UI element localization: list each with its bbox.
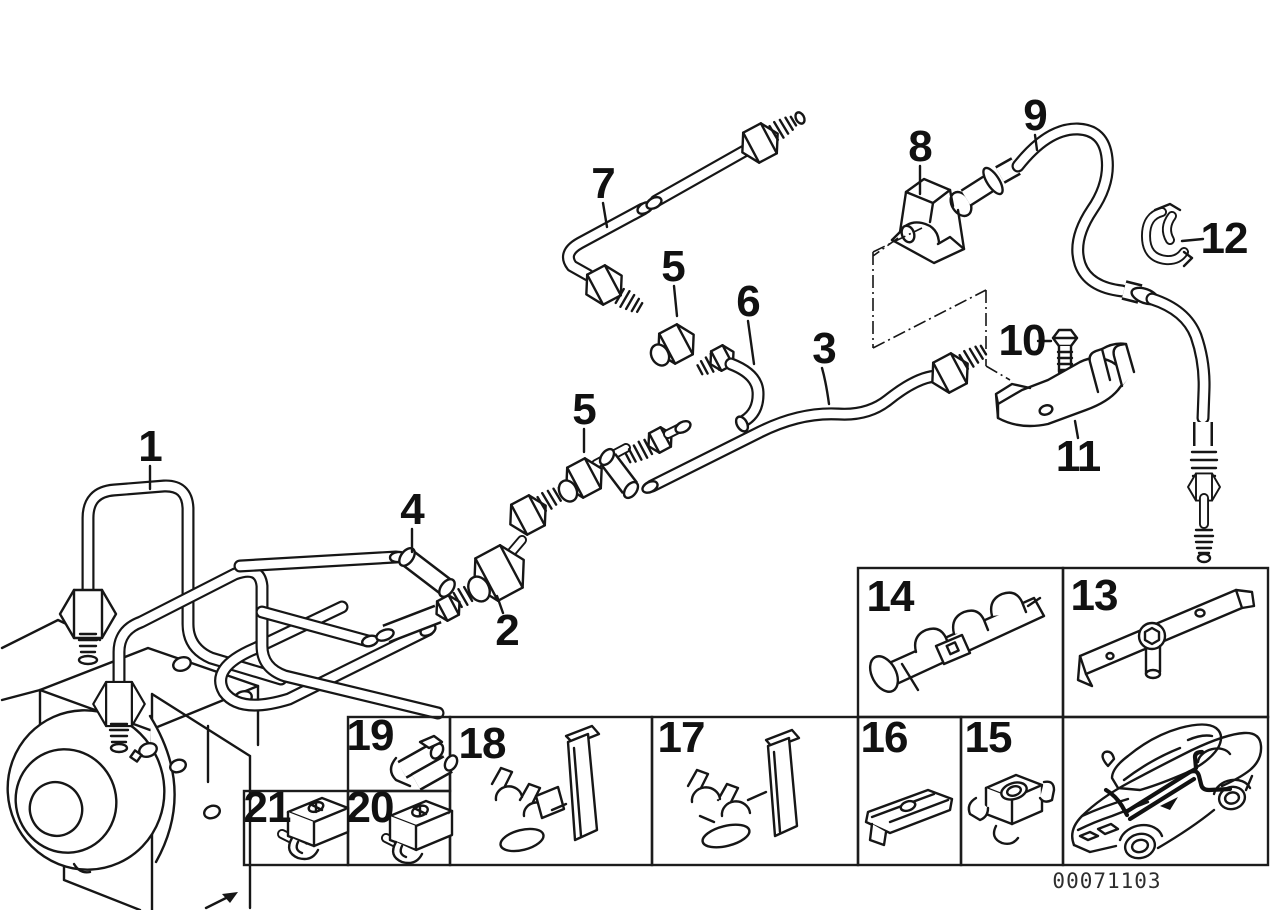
part-16-drawing — [864, 788, 954, 847]
callout-18[interactable]: 18 — [458, 719, 507, 768]
callout-20[interactable]: 20 — [346, 783, 395, 832]
pipe-2-drawing — [92, 564, 445, 754]
clip-12-drawing — [1141, 202, 1194, 268]
callout-10[interactable]: 10 — [998, 316, 1047, 365]
part-20-drawing — [381, 799, 454, 865]
callout-13[interactable]: 13 — [1070, 571, 1119, 620]
part-7-drawing — [561, 111, 806, 317]
part-21-drawing — [277, 796, 350, 861]
direction-arrow — [204, 892, 238, 910]
bolt-10-drawing — [1051, 328, 1079, 374]
callout-7[interactable]: 7 — [591, 159, 616, 208]
projection-lines — [872, 227, 1011, 381]
callout-12[interactable]: 12 — [1200, 214, 1249, 263]
part-5-upper-drawing — [649, 318, 703, 370]
part-box-car — [1061, 715, 1270, 867]
part-17-drawing — [686, 728, 801, 849]
leader-lines — [148, 133, 1205, 615]
callout-14[interactable]: 14 — [866, 572, 915, 621]
callout-21[interactable]: 21 — [243, 783, 292, 832]
callout-9[interactable]: 9 — [1023, 91, 1048, 140]
callout-19[interactable]: 19 — [346, 711, 395, 760]
callout-16[interactable]: 16 — [860, 713, 909, 762]
callout-2[interactable]: 2 — [495, 606, 520, 655]
callout-15[interactable]: 15 — [964, 713, 1013, 762]
part-boxes — [242, 566, 1270, 867]
callout-6[interactable]: 6 — [736, 277, 761, 326]
part-15-drawing — [967, 773, 1056, 846]
bracket-8-drawing — [890, 177, 966, 265]
pipe-runs-drawing — [233, 443, 640, 650]
callout-5a[interactable]: 5 — [572, 385, 597, 434]
part-13-drawing — [1076, 588, 1256, 688]
callout-4[interactable]: 4 — [400, 485, 425, 534]
callout-1[interactable]: 1 — [138, 422, 163, 471]
part-18-drawing — [490, 724, 601, 853]
pipe-1-drawing — [58, 479, 439, 712]
callout-17[interactable]: 17 — [657, 713, 706, 762]
part-19-drawing — [389, 734, 459, 791]
brake-hose-9-drawing — [949, 122, 1221, 564]
part-6-drawing — [694, 340, 765, 435]
callout-8[interactable]: 8 — [908, 122, 933, 171]
part-fitting-drawing — [622, 417, 694, 467]
callout-3[interactable]: 3 — [812, 324, 837, 373]
image-number: 00071103 — [1052, 869, 1162, 893]
car-location-drawing — [1071, 723, 1263, 860]
callout-5b[interactable]: 5 — [661, 242, 686, 291]
pipe-3-drawing — [639, 341, 990, 497]
part-14-drawing — [868, 591, 1046, 693]
bracket-11-drawing — [994, 342, 1136, 428]
callout-11[interactable]: 11 — [1055, 432, 1102, 481]
